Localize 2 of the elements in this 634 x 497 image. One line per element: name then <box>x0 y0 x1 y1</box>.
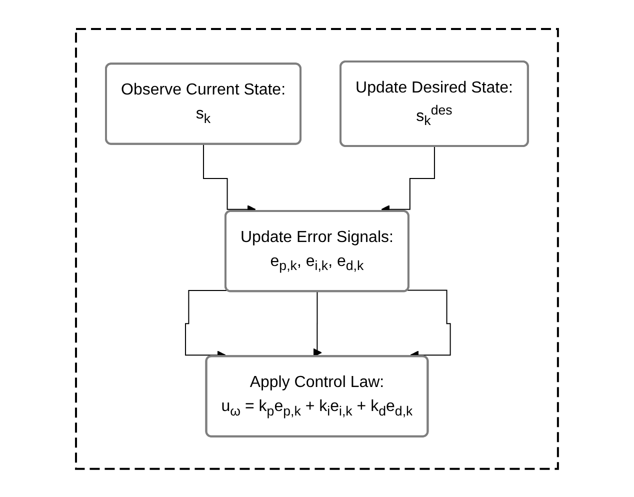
cluster <box>75 28 559 470</box>
arrow <box>313 290 322 357</box>
